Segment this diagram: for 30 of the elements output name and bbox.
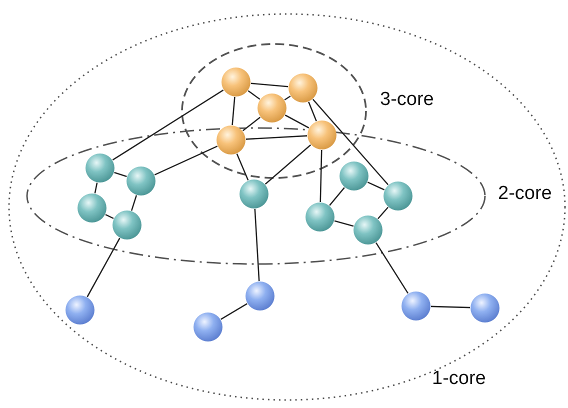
connector-line — [377, 206, 389, 220]
core-label: 1-core — [432, 368, 486, 390]
connector-line — [430, 306, 470, 308]
connector-line — [308, 102, 317, 122]
connector-line — [312, 98, 389, 186]
connector-line — [246, 135, 308, 140]
connector-line — [105, 214, 114, 220]
connector-line — [375, 242, 409, 294]
connector-line — [236, 154, 249, 180]
connector-line — [264, 144, 312, 185]
connector-line — [94, 182, 98, 194]
connector-line — [86, 238, 120, 298]
connector-line — [367, 182, 385, 190]
connector-line — [284, 96, 291, 100]
connector-line — [254, 208, 260, 282]
connector-line — [320, 150, 322, 202]
connector-line — [112, 89, 224, 161]
connector-line — [284, 114, 310, 128]
connector-line — [334, 220, 354, 227]
connector-line — [329, 187, 345, 206]
core-label: 2-core — [498, 183, 552, 205]
connector-line — [220, 303, 248, 320]
connector-line — [130, 195, 138, 211]
connector-line — [154, 146, 218, 176]
connector-line — [248, 90, 260, 100]
connector-line — [232, 96, 236, 126]
connector-line — [114, 172, 127, 178]
connector-line — [242, 116, 261, 132]
connector-line — [250, 82, 288, 88]
core-label: 3-core — [380, 89, 434, 111]
